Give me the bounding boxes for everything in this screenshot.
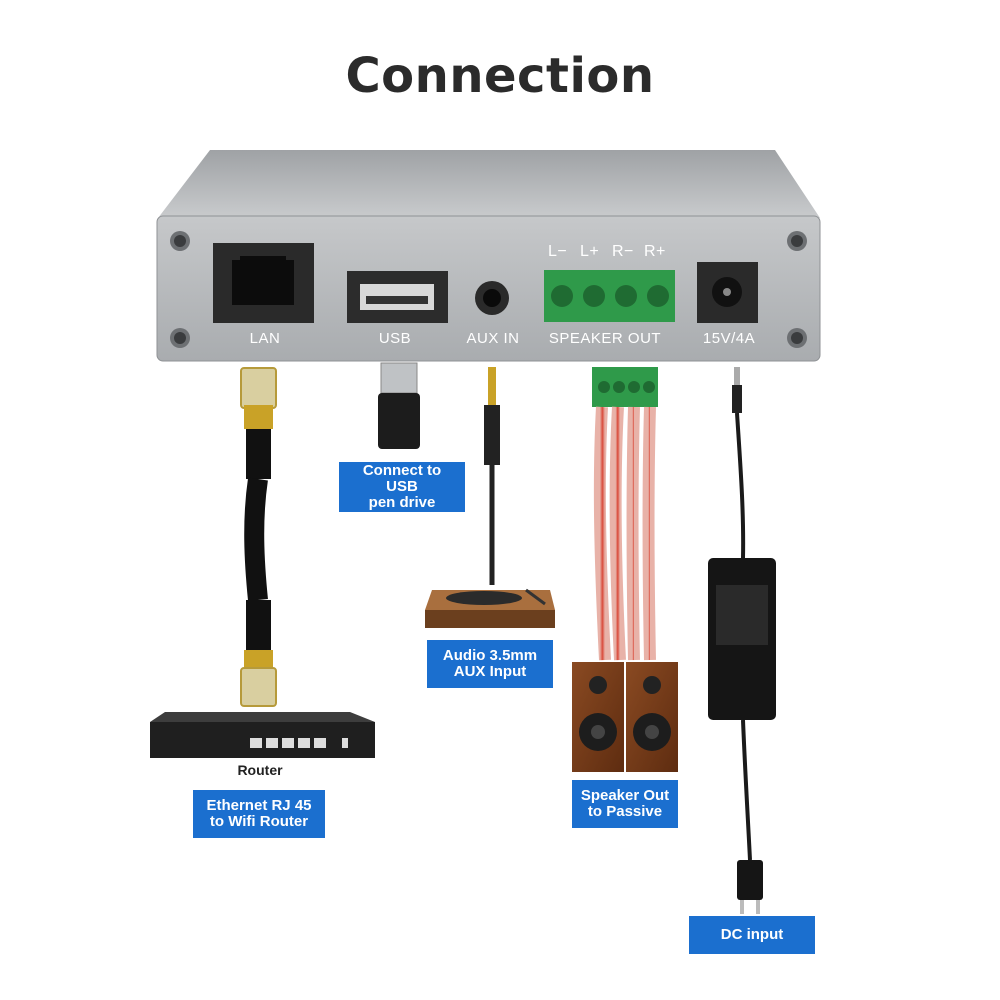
router-device	[150, 712, 375, 758]
usb-drive	[378, 362, 420, 449]
usb-port	[347, 271, 448, 323]
page-title: Connection	[345, 48, 655, 104]
pin-label-r-minus: R−	[612, 243, 634, 260]
ethernet-cable	[240, 367, 277, 707]
callout-aux: Audio 3.5mm AUX Input	[427, 640, 553, 688]
port-label-aux: AUX IN	[466, 330, 520, 347]
pin-label-r-plus: R+	[644, 243, 666, 260]
screw-icon	[170, 231, 807, 348]
power-adapter	[708, 367, 776, 914]
passive-speakers	[572, 662, 678, 772]
aux-cable	[484, 367, 500, 585]
turntable	[425, 588, 555, 628]
callout-ethernet: Ethernet RJ 45 to Wifi Router	[193, 790, 325, 838]
port-label-speaker: SPEAKER OUT	[548, 330, 662, 347]
pin-label-l-plus: L+	[580, 243, 600, 260]
router-label: Router	[237, 762, 283, 778]
callout-dc: DC input	[689, 916, 815, 954]
port-label-power: 15V/4A	[702, 330, 756, 347]
port-label-lan: LAN	[249, 330, 281, 347]
lan-port	[213, 243, 314, 323]
pin-label-l-minus: L−	[548, 243, 568, 260]
aux-jack	[475, 281, 509, 315]
callout-speaker: Speaker Out to Passive	[572, 780, 678, 828]
dc-jack	[697, 262, 758, 323]
speaker-terminal	[544, 270, 675, 322]
port-label-usb: USB	[378, 330, 412, 347]
callout-usb: Connect to USB pen drive	[339, 462, 465, 512]
audio-device	[156, 150, 821, 362]
speaker-wires	[592, 367, 658, 661]
device-top	[158, 150, 820, 218]
